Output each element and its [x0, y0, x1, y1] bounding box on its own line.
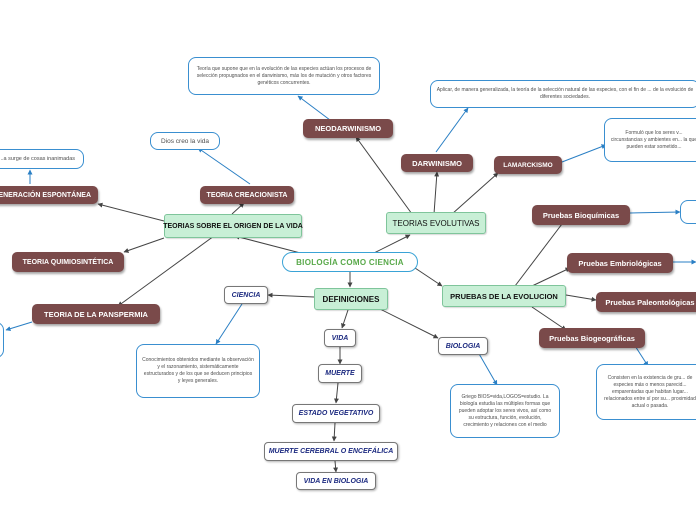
- node-pruebas-embriologicas[interactable]: Pruebas Embriológicas: [567, 253, 673, 273]
- note-panspermia-partial: [0, 322, 4, 358]
- branch-teorias-evolutivas[interactable]: TEORIAS EVOLUTIVAS: [386, 212, 486, 234]
- central-topic[interactable]: BIOLOGÍA COMO CIENCIA: [282, 252, 418, 272]
- note-neodarwinismo: Teoría que supone que en la evolución de…: [188, 57, 380, 95]
- note-espontanea: ...a surge de cosas inanimadas: [0, 149, 84, 169]
- node-pruebas-paleontologicas[interactable]: Pruebas Paleontológicas: [596, 292, 696, 312]
- branch-teorias-origen[interactable]: TEORIAS SOBRE EL ORIGEN DE LA VIDA: [163, 214, 303, 238]
- node-ciencia[interactable]: CIENCIA: [224, 286, 268, 304]
- branch-definiciones[interactable]: DEFINICIONES: [314, 288, 388, 310]
- node-vida[interactable]: VIDA: [324, 329, 356, 347]
- node-teoria-panspermia[interactable]: TEORIA DE LA PANSPERMIA: [32, 304, 160, 324]
- note-biologia: Griego BIOS=vida,LOGOS=estudio. La biolo…: [450, 384, 560, 438]
- node-pruebas-bioquimicas[interactable]: Pruebas Bioquímicas: [532, 205, 630, 225]
- node-pruebas-biogeograficas[interactable]: Pruebas Biogeográficas: [539, 328, 645, 348]
- branch-pruebas-evolucion[interactable]: PRUEBAS DE LA EVOLUCION: [442, 285, 566, 307]
- node-biologia[interactable]: BIOLOGIA: [438, 337, 488, 355]
- note-biogeograficas: Consisten en la existencia de gru... de …: [596, 364, 696, 420]
- note-bioquimicas-partial: [680, 200, 696, 224]
- node-teoria-creacionista[interactable]: TEORIA CREACIONISTA: [200, 186, 294, 204]
- note-ciencia: Conocimientos obtenidos mediante la obse…: [136, 344, 260, 398]
- node-lamarckismo[interactable]: LAMARCKISMO: [494, 156, 562, 174]
- node-teoria-quimiosintetica[interactable]: TEORIA QUIMIOSINTÉTICA: [12, 252, 124, 272]
- note-lamarckismo: Formuló que los seres v... circunstancia…: [604, 118, 696, 162]
- node-muerte[interactable]: MUERTE: [318, 364, 362, 383]
- note-darwinismo: Aplicar, de manera generalizada, la teor…: [430, 80, 696, 108]
- note-creacionista: Dios creo la vida: [150, 132, 220, 150]
- node-neodarwinismo[interactable]: NEODARWINISMO: [303, 119, 393, 138]
- node-estado-vegetativo[interactable]: ESTADO VEGETATIVO: [292, 404, 380, 423]
- node-generacion-espontanea[interactable]: GENERACIÓN ESPONTÁNEA: [0, 186, 98, 204]
- node-muerte-cerebral[interactable]: MUERTE CEREBRAL O ENCEFÁLICA: [264, 442, 398, 461]
- node-vida-en-biologia[interactable]: VIDA EN BIOLOGIA: [296, 472, 376, 490]
- node-darwinismo[interactable]: DARWINISMO: [401, 154, 473, 172]
